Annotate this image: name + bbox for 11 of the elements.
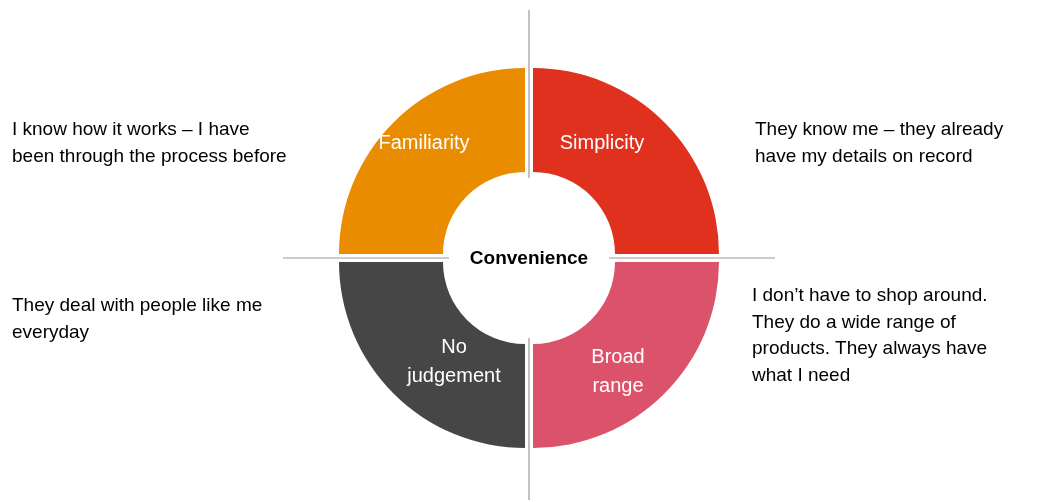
quadrant-segment (533, 262, 719, 448)
quote-text: I don’t have to shop around. They do a wide range of products. They always have what I need (752, 283, 989, 387)
segment-label: Simplicity (558, 130, 646, 155)
quote-text: I know how it works – I have been through the process before (12, 117, 288, 168)
segment-label: Familiarity (377, 130, 471, 155)
quote-text: They deal with people like me everyday (12, 293, 264, 344)
quote-text: They know me – they already have my details on record (755, 117, 1005, 168)
segment-label: Broad range (590, 344, 646, 398)
quadrant-segment (339, 262, 525, 448)
segment-label: No judgement (405, 334, 502, 388)
center-label: Convenience (469, 247, 589, 269)
